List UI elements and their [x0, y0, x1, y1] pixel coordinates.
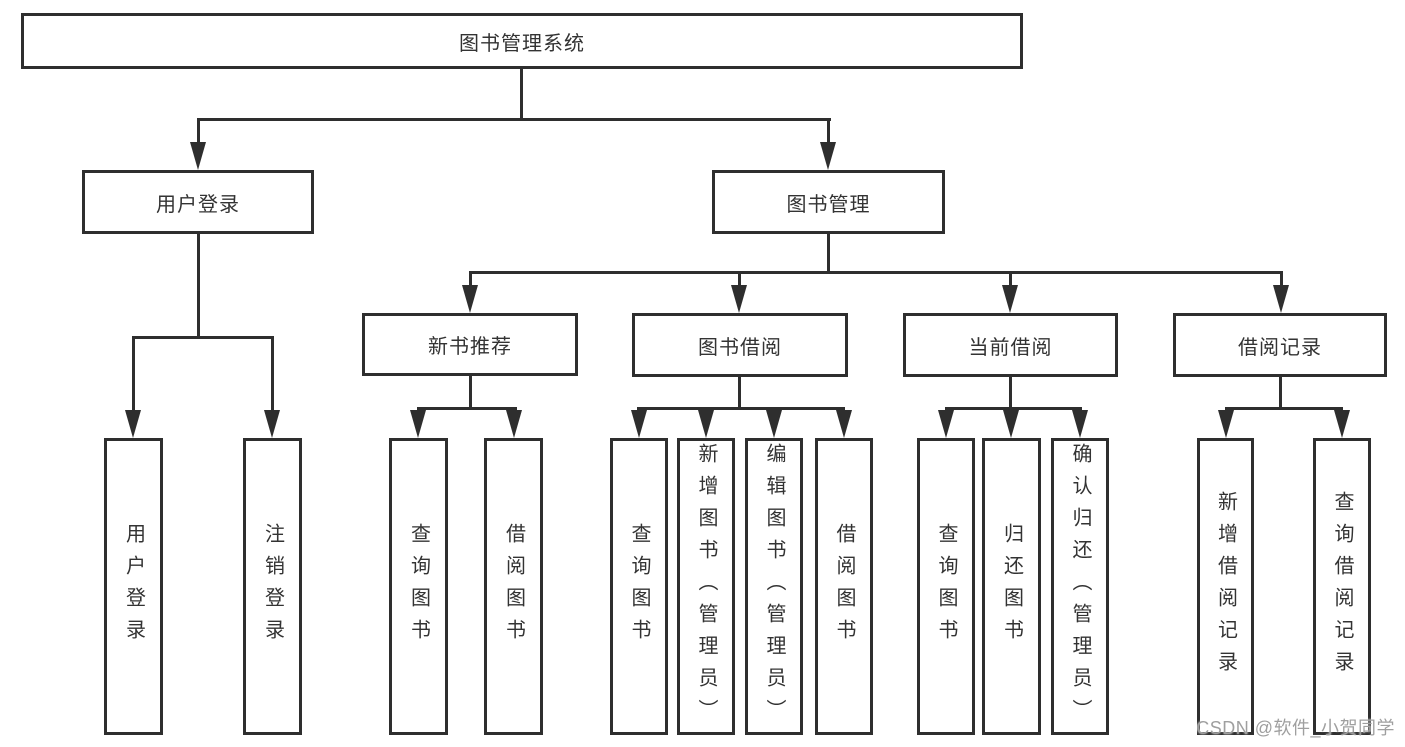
arrowhead-g3-confirm — [1072, 410, 1088, 438]
connector-user-login-branch — [133, 336, 274, 339]
node-new-book-recommend: 新书推荐 — [362, 313, 578, 376]
connector-g1-drop — [469, 374, 472, 410]
connector-level2-branch — [197, 118, 831, 121]
arrowhead-g4-add — [1218, 410, 1234, 438]
leaf-logout: 注销登录 — [243, 438, 302, 735]
leaf-br-add-record: 新增借阅记录 — [1197, 438, 1254, 735]
connector-g4-branch — [1225, 407, 1343, 410]
arrowhead-leaf-logout — [264, 410, 280, 438]
leaf-cb-confirm-return-admin: 确认归还（管理员） — [1051, 438, 1109, 735]
arrowhead-g4-query — [1334, 410, 1350, 438]
arrowhead-user-login — [190, 142, 206, 170]
leaf-user-login: 用户登录 — [104, 438, 163, 735]
node-borrow-records: 借阅记录 — [1173, 313, 1387, 377]
connector-drop-book-management — [827, 118, 830, 146]
arrowhead-borrow-records — [1273, 285, 1289, 313]
node-book-borrow: 图书借阅 — [632, 313, 848, 377]
connector-drop-leaf-logout — [271, 336, 274, 412]
arrowhead-g3-return — [1003, 410, 1019, 438]
connector-drop-current-borrow — [1009, 271, 1012, 289]
node-user-login: 用户登录 — [82, 170, 314, 234]
node-current-borrow: 当前借阅 — [903, 313, 1118, 377]
node-root: 图书管理系统 — [21, 13, 1023, 69]
connector-user-login-drop — [197, 231, 200, 338]
arrowhead-g2-edit — [766, 410, 782, 438]
connector-g4-drop — [1279, 375, 1282, 410]
arrowhead-g2-borrow — [836, 410, 852, 438]
connector-g2-drop — [738, 375, 741, 410]
watermark-text: CSDN @软件_小贺同学 — [1196, 718, 1395, 738]
arrowhead-g3-query — [938, 410, 954, 438]
arrowhead-leaf-login — [125, 410, 141, 438]
node-book-management: 图书管理 — [712, 170, 945, 234]
leaf-nb-borrow-books: 借阅图书 — [484, 438, 543, 735]
connector-drop-book-borrow — [738, 271, 741, 289]
connector-g3-branch — [945, 407, 1082, 410]
arrowhead-book-management — [820, 142, 836, 170]
connector-g2-branch — [637, 407, 845, 410]
connector-drop-borrow-records — [1280, 271, 1283, 289]
connector-root-drop — [520, 67, 523, 120]
arrowhead-new-book — [462, 285, 478, 313]
leaf-cb-return-books: 归还图书 — [982, 438, 1041, 735]
leaf-cb-query-books: 查询图书 — [917, 438, 975, 735]
leaf-bb-add-books-admin: 新增图书（管理员） — [677, 438, 735, 735]
leaf-nb-query-books: 查询图书 — [389, 438, 448, 735]
arrowhead-g2-add — [698, 410, 714, 438]
arrowhead-g2-query — [631, 410, 647, 438]
connector-level3-branch — [469, 271, 1283, 274]
connector-g3-drop — [1009, 375, 1012, 410]
arrowhead-g1-borrow — [506, 410, 522, 438]
arrowhead-book-borrow — [731, 285, 747, 313]
connector-drop-user-login — [197, 118, 200, 146]
connector-drop-leaf-login — [132, 336, 135, 412]
connector-drop-new-book — [469, 271, 472, 289]
arrowhead-current-borrow — [1002, 285, 1018, 313]
arrowhead-g1-query — [410, 410, 426, 438]
leaf-bb-borrow-books: 借阅图书 — [815, 438, 873, 735]
leaf-br-query-record: 查询借阅记录 — [1313, 438, 1371, 735]
leaf-bb-query-books: 查询图书 — [610, 438, 668, 735]
leaf-bb-edit-books-admin: 编辑图书（管理员） — [745, 438, 803, 735]
connector-book-mgmt-drop — [827, 232, 830, 273]
connector-g1-branch — [417, 407, 517, 410]
